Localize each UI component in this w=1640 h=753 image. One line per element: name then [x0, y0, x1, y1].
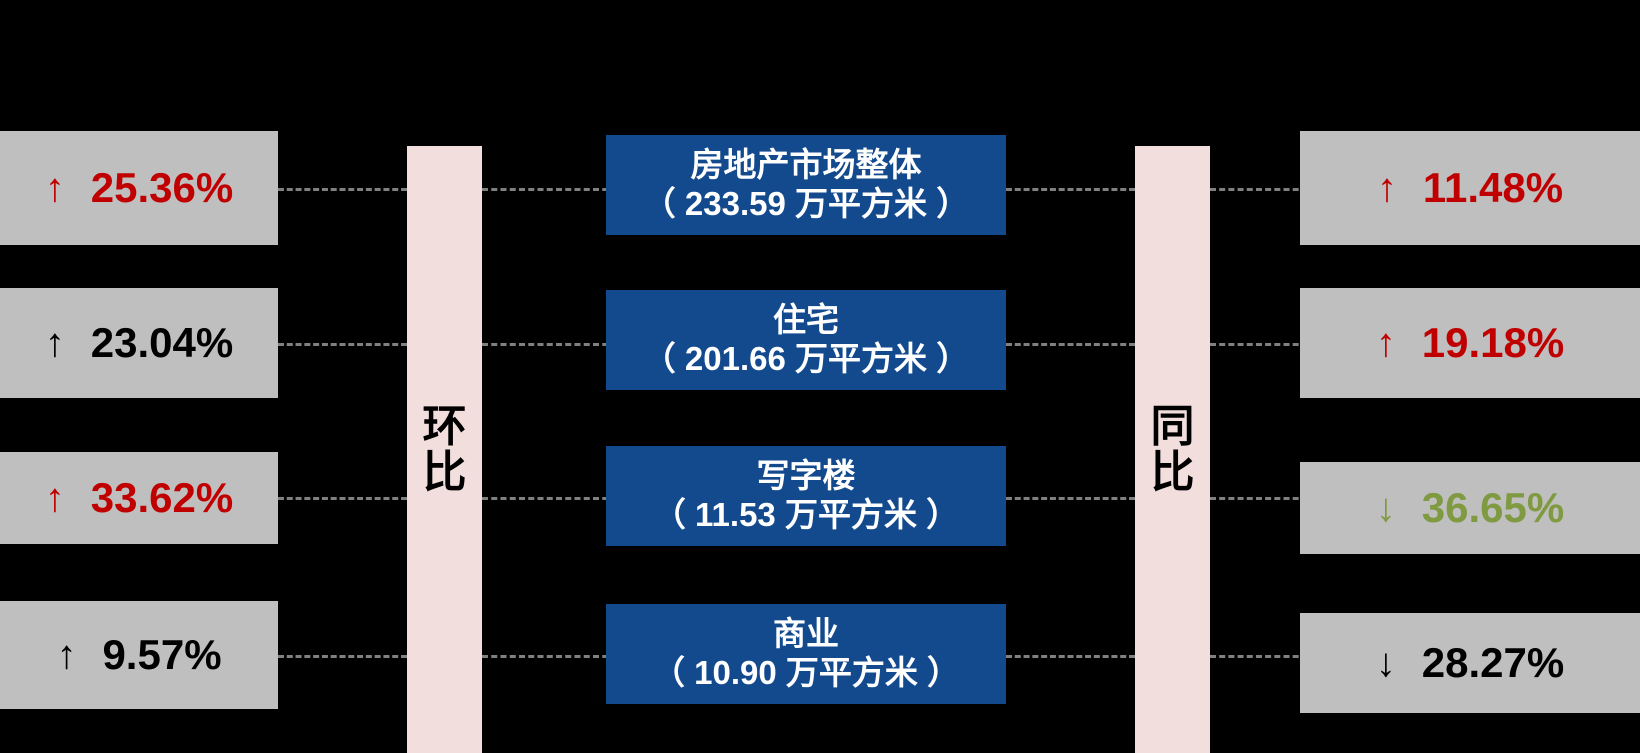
metric-box-yoy-row-3: ↓ 36.65% [1300, 462, 1640, 554]
arrow-up-icon: ↑ [1375, 321, 1396, 365]
connector-line-right-row-2 [1210, 343, 1363, 346]
category-value: （ 10.90 万平方米 ） [651, 654, 961, 691]
metric-box-mom-row-2: ↑ 23.04% [0, 288, 278, 398]
metric-box-yoy-row-1: ↑ 11.48% [1300, 131, 1640, 245]
metric-box-yoy-row-4: ↓ 28.27% [1300, 613, 1640, 713]
connector-line-left-row-2 [278, 343, 407, 346]
arrow-up-icon: ↑ [44, 166, 65, 210]
connector-line-right-row-3 [1210, 497, 1363, 500]
connector-line-right-row-1 [1210, 188, 1363, 191]
category-box-row-4: 商业 （ 10.90 万平方米 ） [606, 604, 1006, 704]
metric-value: 23.04% [90, 319, 234, 366]
connector-line-mid-right-row-4 [1006, 655, 1135, 658]
axis-bar-mom: 环比 [407, 146, 482, 753]
arrow-up-icon: ↑ [44, 321, 65, 365]
axis-bar-mom-label: 环比 [422, 401, 467, 497]
arrow-down-icon: ↓ [1375, 641, 1396, 685]
category-name: 房地产市场整体 [690, 146, 922, 184]
metric-value: 25.36% [90, 164, 234, 211]
axis-bar-yoy: 同比 [1135, 146, 1210, 753]
metric-box-mom-row-4: ↑ 9.57% [0, 601, 278, 709]
metric-box-mom-row-1: ↑ 25.36% [0, 131, 278, 245]
metric-value: 9.57% [102, 631, 222, 678]
axis-bar-yoy-label: 同比 [1150, 401, 1195, 497]
category-box-row-1: 房地产市场整体 （ 233.59 万平方米 ） [606, 135, 1006, 235]
metric-box-mom-row-3: ↑ 33.62% [0, 452, 278, 544]
arrow-up-icon: ↑ [1376, 166, 1397, 210]
connector-line-mid-left-row-4 [482, 655, 636, 658]
connector-line-mid-right-row-2 [1006, 343, 1135, 346]
arrow-down-icon: ↓ [1375, 486, 1396, 530]
connector-line-left-row-4 [278, 655, 407, 658]
connector-line-mid-right-row-1 [1006, 188, 1135, 191]
category-box-row-3: 写字楼 （ 11.53 万平方米 ） [606, 446, 1006, 546]
category-box-row-2: 住宅 （ 201.66 万平方米 ） [606, 290, 1006, 390]
connector-line-mid-left-row-3 [482, 497, 636, 500]
connector-line-left-row-3 [278, 497, 407, 500]
metric-value: 11.48% [1422, 164, 1564, 211]
metric-box-yoy-row-2: ↑ 19.18% [1300, 288, 1640, 398]
category-value: （ 201.66 万平方米 ） [642, 340, 970, 377]
connector-line-right-row-4 [1210, 655, 1363, 658]
arrow-up-icon: ↑ [44, 476, 65, 520]
category-name: 写字楼 [756, 457, 856, 495]
category-name: 住宅 [773, 301, 839, 339]
metric-value: 36.65% [1421, 484, 1565, 531]
metric-value: 33.62% [90, 474, 234, 521]
metric-value: 28.27% [1421, 639, 1565, 686]
connector-line-mid-left-row-2 [482, 343, 636, 346]
connector-line-mid-left-row-1 [482, 188, 636, 191]
category-value: （ 11.53 万平方米 ） [652, 496, 960, 533]
category-name: 商业 [773, 615, 839, 653]
connector-line-mid-right-row-3 [1006, 497, 1135, 500]
arrow-up-icon: ↑ [56, 633, 77, 677]
category-value: （ 233.59 万平方米 ） [642, 185, 970, 222]
connector-line-left-row-1 [278, 188, 407, 191]
metric-value: 19.18% [1421, 319, 1565, 366]
